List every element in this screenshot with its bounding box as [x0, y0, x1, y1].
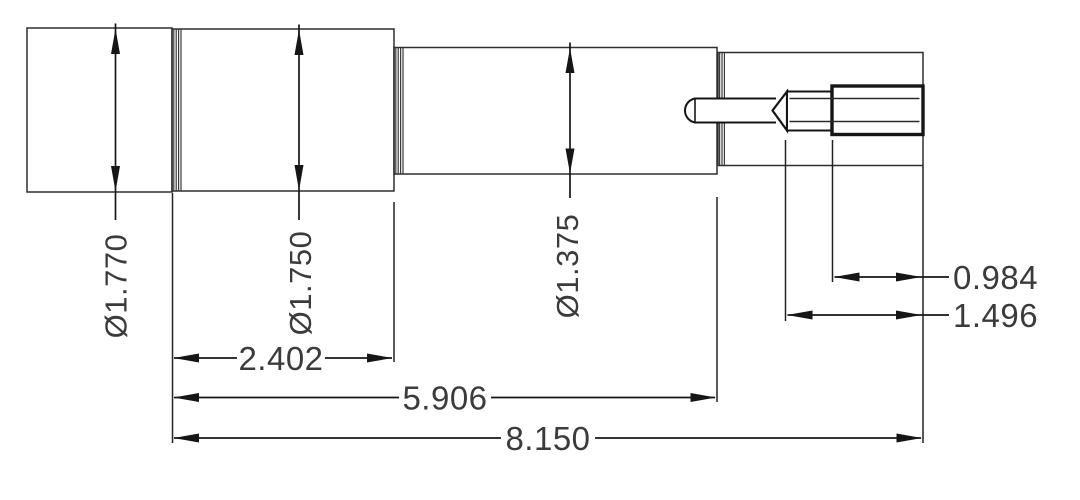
dim-length-5906: 5.906 [173, 197, 718, 416]
dim-label-diameter-3: Ø1.375 [550, 214, 585, 319]
dim-length-section-2: 2.402 [171, 193, 395, 443]
dim-label-length-5906: 5.906 [402, 379, 487, 416]
dim-label-length-2402: 2.402 [238, 340, 323, 377]
arrowhead-left [787, 310, 813, 320]
section-1-body [26, 27, 173, 193]
dim-diameter-section-2: Ø1.750 [283, 24, 318, 336]
dim-stud-length: 1.496 [784, 140, 1038, 334]
dim-label-diameter-1: Ø1.770 [98, 234, 133, 339]
arrowhead-right [896, 310, 922, 320]
dim-label-thread-length: 0.984 [953, 259, 1038, 296]
section-2-body [171, 28, 395, 192]
arrowhead-right [896, 272, 922, 282]
seam-band-1 [173, 29, 182, 191]
stud-cone-point [771, 88, 789, 134]
arrowhead-left [173, 353, 199, 363]
dim-length-overall: 8.150 [173, 166, 924, 457]
arrowhead-left [173, 393, 199, 402]
arrowhead-up [294, 29, 304, 55]
arrowhead-down [565, 148, 575, 174]
arrowhead-down [294, 165, 304, 191]
output-shaft-pin [684, 97, 776, 124]
threaded-section [830, 84, 925, 137]
arrowhead-up [565, 48, 575, 73]
section-3-body [393, 46, 718, 175]
dim-thread-length: 0.984 [831, 140, 1038, 296]
arrowhead-left [173, 433, 199, 443]
dim-diameter-section-3: Ø1.375 [550, 42, 585, 319]
arrowhead-left [834, 272, 860, 282]
arrowhead-right [690, 393, 716, 402]
arrowhead-up [111, 28, 120, 54]
arrowhead-down [111, 166, 120, 192]
stud-shank [786, 90, 833, 132]
dim-label-diameter-2: Ø1.750 [283, 231, 318, 336]
dim-diameter-section-1: Ø1.770 [98, 23, 133, 339]
dim-label-stud-length: 1.496 [953, 297, 1038, 334]
dim-label-length-overall: 8.150 [505, 420, 590, 457]
arrowhead-right [367, 353, 393, 363]
arrowhead-right [896, 433, 922, 443]
seam-band-2 [395, 48, 404, 174]
